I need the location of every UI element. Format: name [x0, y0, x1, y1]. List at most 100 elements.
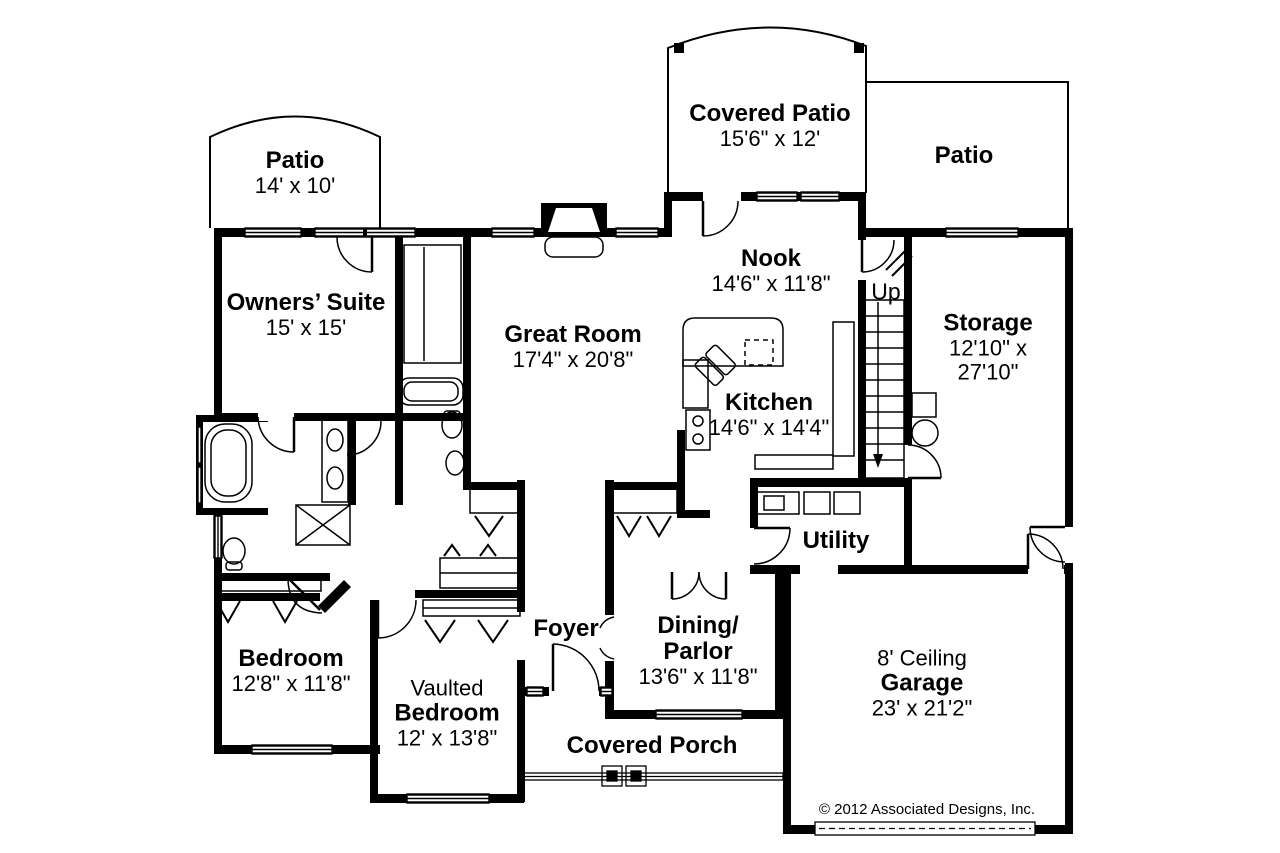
window	[196, 466, 203, 504]
room-name: Dining/	[657, 612, 739, 640]
room-name: Foyer	[533, 615, 599, 643]
linen-closet	[612, 486, 678, 514]
window	[196, 426, 203, 464]
tub-icon	[210, 429, 247, 497]
room-name: Covered Patio	[689, 100, 851, 128]
washer-icon	[803, 491, 831, 515]
stairs-up-label: Up	[871, 278, 901, 305]
room-label-storage: Storage 12'10" x 27'10"	[943, 310, 1032, 383]
french-doors-dining	[670, 571, 728, 600]
toilet-icon	[222, 537, 246, 565]
room-label-nook: Nook 14'6" x 11'8"	[711, 246, 830, 296]
bifold-icon	[215, 600, 241, 625]
room-name: Vaulted	[410, 675, 484, 701]
window	[756, 191, 798, 202]
room-name: Owners’ Suite	[226, 289, 386, 317]
door-master-bath	[257, 416, 296, 453]
patio-left-outline	[209, 115, 381, 228]
toilet-icon	[225, 561, 243, 571]
room-dims: 15' x 15'	[265, 315, 347, 341]
window	[213, 515, 223, 559]
room-dims: 12' x 13'8"	[396, 724, 498, 750]
kitchen-counter	[754, 454, 834, 470]
porch-edge	[517, 694, 524, 780]
range-icon	[685, 409, 711, 451]
window	[406, 793, 490, 804]
bifold-icon	[474, 515, 504, 538]
window	[800, 191, 840, 202]
room-name: Parlor	[663, 638, 733, 666]
room-name: Bedroom	[394, 699, 500, 727]
room-label-owners-suite: Owners’ Suite 15' x 15'	[227, 290, 386, 340]
door-stair-hall	[860, 239, 913, 277]
master-bath-fixtures	[204, 417, 351, 571]
covered-patio-outline	[667, 26, 1069, 228]
bifold-icon	[443, 543, 461, 557]
patio-post-icon	[674, 43, 684, 53]
bifold-icon	[424, 619, 456, 644]
furnace-icon	[911, 392, 937, 418]
storage-fixtures	[911, 392, 939, 447]
window	[615, 227, 659, 238]
room-label-vaulted-bedroom: Vaulted Bedroom 12' x 13'8"	[394, 676, 499, 749]
room-name: Garage	[880, 669, 964, 697]
room-name: Utility	[802, 527, 870, 555]
kitchen-fixtures	[682, 317, 855, 470]
bifold-icon	[616, 515, 642, 538]
hall-bath-fixtures	[398, 377, 465, 476]
room-name: Storage	[943, 309, 1033, 337]
closets	[220, 244, 678, 617]
bifold-icon	[477, 619, 509, 644]
water-heater-icon	[911, 419, 939, 447]
dryer-icon	[833, 491, 861, 515]
room-dims: 27'10"	[957, 358, 1019, 384]
vanity-counter	[321, 417, 349, 503]
utility-counter	[756, 491, 800, 515]
tub-icon	[403, 381, 459, 402]
room-dims: 13'6" x 11'8"	[638, 664, 758, 690]
room-label-patio-left: Patio 14' x 10'	[255, 148, 336, 198]
door-vaulted-bedroom	[376, 599, 417, 639]
room-label-dining: Dining/ Parlor 13'6" x 11'8"	[638, 613, 757, 689]
room-name: Kitchen	[724, 389, 813, 417]
room-name: Patio	[265, 147, 325, 175]
foyer-closet	[469, 486, 524, 514]
arched-opening-dining	[599, 616, 615, 660]
room-dims: 17'4" x 20'8"	[512, 347, 634, 373]
toilet-icon	[443, 410, 461, 420]
door-owners-suite-patio	[336, 236, 374, 273]
tub-icon	[398, 377, 464, 406]
window	[945, 227, 1019, 238]
owners-closet	[403, 244, 462, 364]
toilet-icon	[441, 411, 463, 439]
room-dims: 15'6" x 12'	[719, 126, 821, 152]
windows	[196, 191, 1019, 804]
room-label-garage: 8' Ceiling Garage 23' x 21'2"	[872, 646, 973, 719]
door-hall-arc	[346, 420, 382, 456]
utility-sink-icon	[763, 495, 785, 511]
room-label-foyer: Foyer	[533, 616, 598, 642]
patio-post-icon	[854, 43, 864, 53]
door-nook-patio	[701, 200, 739, 237]
room-dims: 12'10" x	[948, 335, 1028, 361]
door-front-entry	[551, 643, 600, 692]
room-label-utility: Utility	[803, 528, 870, 554]
window	[491, 227, 535, 238]
bifold-icon	[272, 600, 298, 625]
kitchen-counter	[682, 317, 784, 367]
room-dims: 12'8" x 11'8"	[231, 671, 351, 697]
room-name: Great Room	[504, 321, 642, 349]
bifold-icon	[479, 543, 497, 557]
room-dims: 14'6" x 14'4"	[708, 415, 830, 441]
burner-icon	[692, 433, 704, 445]
doors	[257, 200, 1066, 692]
interior-walls	[214, 228, 912, 753]
porch-post-icon	[625, 765, 647, 787]
room-dims: 14' x 10'	[254, 173, 336, 199]
room-label-patio-right: Patio	[935, 143, 994, 169]
sink-icon	[326, 428, 344, 452]
door-storage-garage	[1026, 533, 1064, 570]
copyright-notice: © 2012 Associated Designs, Inc.	[818, 800, 1036, 818]
